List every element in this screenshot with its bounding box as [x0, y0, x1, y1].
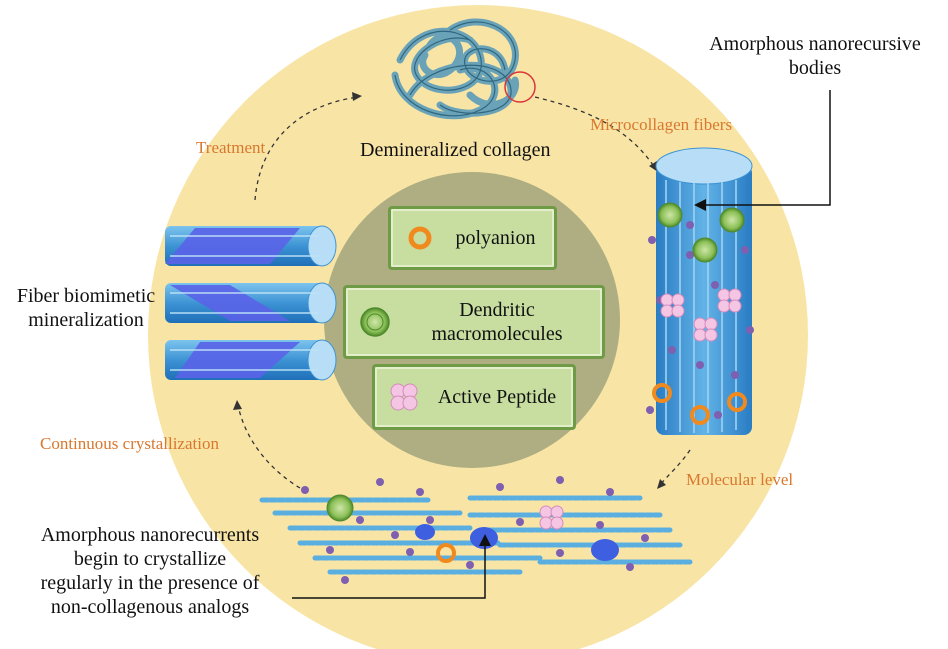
- fiber-rod-3: [165, 339, 337, 381]
- callout-recurrents-line4: non-collagenous analogs: [50, 596, 250, 618]
- arrow-treatment: [254, 96, 359, 201]
- dendritic-particle-fibril: [326, 494, 354, 522]
- callout-amorphous-bodies-line2: bodies: [788, 57, 842, 79]
- arrow-heads: [233, 92, 666, 489]
- label-fiber-biomimetic-line1: Fiber biomimetic: [16, 285, 156, 307]
- demineralized-collagen-strands: [394, 21, 516, 117]
- legend-polyanion-label: polyanion: [455, 227, 536, 249]
- polyanion-rings-column: [652, 383, 747, 425]
- peptide-cluster-icon: [390, 383, 418, 411]
- label-microcollagen-fibers: Microcollagen fibers: [590, 115, 733, 134]
- legend-dendritic-line1: Dendritic: [459, 299, 535, 321]
- fiber-rod-2: [165, 282, 337, 324]
- callout-amorphous-bodies-line1: Amorphous nanorecursive: [709, 33, 921, 55]
- label-treatment: Treatment: [196, 138, 266, 157]
- peptide-cluster-fibril: [539, 505, 564, 530]
- legend-active-peptide-label: Active Peptide: [437, 386, 557, 408]
- label-fiber-biomimetic-line2: mineralization: [28, 309, 144, 331]
- legend-polyanion: polyanion: [388, 206, 557, 270]
- peptide-clusters-column: [660, 288, 742, 342]
- polyanion-ring-icon: [408, 226, 432, 250]
- dendritic-particle-icon: [360, 307, 390, 337]
- fiber-rod-1: [165, 225, 337, 267]
- arrow-continuous-crystallization: [237, 404, 301, 489]
- label-molecular-level: Molecular level: [686, 470, 794, 489]
- label-fiber-biomimetic: Fiber biomimetic mineralization: [2, 284, 170, 332]
- label-demineralized-collagen: Demineralized collagen: [360, 139, 551, 161]
- callout-recurrents-line3: regularly in the presence of: [40, 572, 260, 594]
- callout-recurrents-line2: begin to crystallize: [73, 548, 227, 570]
- callout-arrowhead-bottom: [479, 534, 491, 546]
- legend-dendritic-line2: macromolecules: [431, 323, 563, 345]
- highlight-ring: [504, 71, 536, 103]
- label-continuous-crystallization: Continuous crystallization: [40, 434, 219, 453]
- mineralized-fiber-stack: [165, 225, 337, 381]
- microcollagen-fiber-column: [646, 147, 754, 435]
- callout-arrowhead-top: [694, 199, 706, 211]
- arrow-to-microcollagen: [534, 96, 656, 169]
- callout-amorphous-bodies: Amorphous nanorecursive bodies: [690, 32, 940, 80]
- legend-active-peptide: Active Peptide: [372, 364, 576, 430]
- molecular-fibril-array: [259, 476, 693, 584]
- dendritic-particles-column: [657, 202, 745, 263]
- legend-dendritic: Dendritic macromolecules: [343, 285, 605, 359]
- callout-lines: [292, 90, 831, 599]
- callout-recurrents-line1: Amorphous nanorecurrents: [40, 524, 260, 546]
- callout-amorphous-recurrents: Amorphous nanorecurrents begin to crysta…: [10, 523, 290, 619]
- polyanion-ring-fibril: [436, 543, 456, 563]
